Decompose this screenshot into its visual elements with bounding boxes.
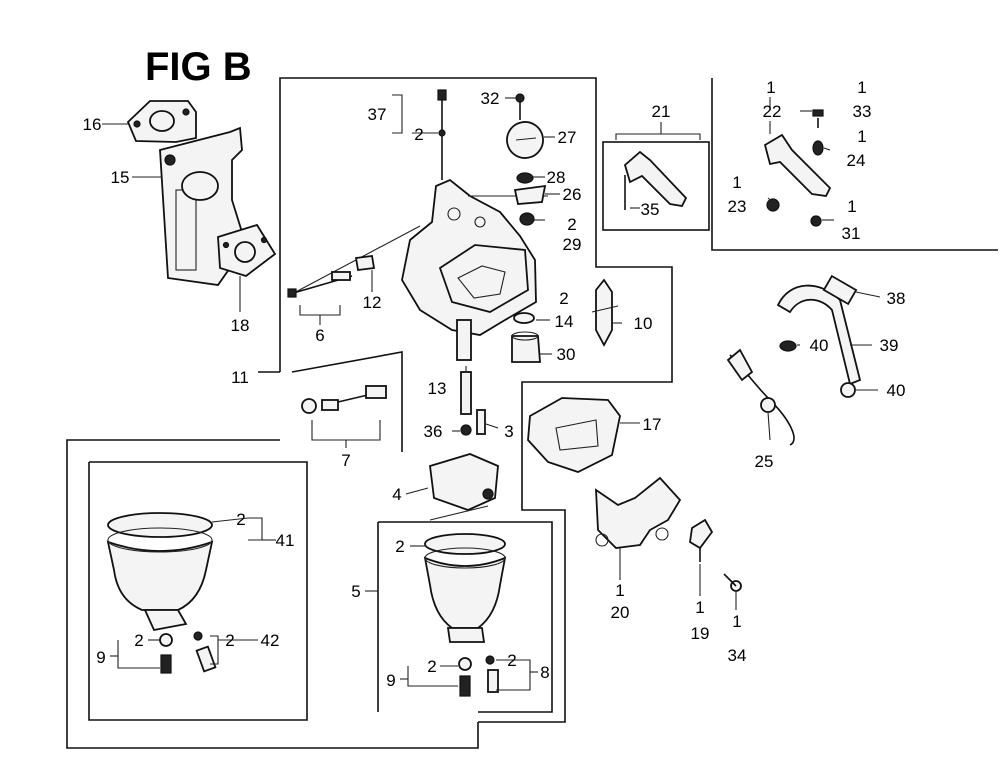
label-36: 36 <box>424 422 443 441</box>
label-40-upper: 40 <box>810 336 829 355</box>
label-15: 15 <box>111 168 130 187</box>
label-1-23-qty: 1 <box>732 173 741 192</box>
bracket-20-drawing <box>595 476 742 592</box>
figure-title: FIG B <box>145 45 252 89</box>
label-16: 16 <box>83 115 102 134</box>
label-7: 7 <box>341 451 350 470</box>
label-5: 5 <box>351 582 360 601</box>
label-1-33-qty: 1 <box>857 78 866 97</box>
choke-lever-parts-drawing <box>763 109 832 227</box>
float-valve-parts-drawing <box>511 312 541 363</box>
label-2-5-qty: 2 <box>395 537 404 556</box>
label-27: 27 <box>558 128 577 147</box>
label-30: 30 <box>557 345 576 364</box>
label-39: 39 <box>880 336 899 355</box>
jet-parts-drawing <box>460 371 486 436</box>
label-4: 4 <box>392 485 401 504</box>
label-25: 25 <box>755 452 774 471</box>
label-21: 21 <box>652 102 671 121</box>
label-18: 18 <box>231 316 250 335</box>
label-6: 6 <box>315 326 324 345</box>
gasket-17-drawing <box>527 397 621 473</box>
label-2-37-qty: 2 <box>414 125 423 144</box>
label-1-22-qty: 1 <box>766 78 775 97</box>
label-10: 10 <box>634 314 653 333</box>
label-29: 29 <box>563 235 582 254</box>
label-31: 31 <box>842 224 861 243</box>
label-9-right: 9 <box>386 671 395 690</box>
label-14: 14 <box>555 312 574 331</box>
gasket-18-drawing <box>217 223 277 277</box>
label-28: 28 <box>547 168 566 187</box>
gasket-16-drawing <box>126 100 197 143</box>
label-8: 8 <box>540 663 549 682</box>
label-2-9-left-qty: 2 <box>134 631 143 650</box>
drain-parts-drawing <box>159 631 499 697</box>
choke-parts-drawing <box>506 93 547 226</box>
label-2-42-qty: 2 <box>225 631 234 650</box>
tube-parts-drawing <box>776 274 862 398</box>
label-22: 22 <box>763 102 782 121</box>
carburetor-body-drawing <box>289 178 548 361</box>
label-42: 42 <box>261 631 280 650</box>
label-1-20-qty: 1 <box>615 581 624 600</box>
float-bowl-5-drawing <box>423 533 507 643</box>
float-bowl-41-drawing <box>106 512 214 632</box>
label-1-19-qty: 1 <box>695 598 704 617</box>
float-4-drawing <box>429 453 499 521</box>
label-1-34-qty: 1 <box>732 612 741 631</box>
label-38: 38 <box>887 289 906 308</box>
part-labels: 1 1 22 33 1 24 1 23 1 31 16 15 18 11 37 … <box>83 78 906 690</box>
needle-screws-drawing <box>287 254 376 298</box>
label-1-24-qty: 1 <box>857 127 866 146</box>
label-37: 37 <box>368 105 387 124</box>
label-41: 41 <box>276 531 295 550</box>
label-32: 32 <box>481 89 500 108</box>
float-10-drawing <box>591 278 619 347</box>
label-20: 20 <box>611 603 630 622</box>
label-24: 24 <box>847 151 866 170</box>
label-17: 17 <box>643 415 662 434</box>
label-2-8-qty: 2 <box>507 651 516 670</box>
lever-21-drawing <box>623 150 688 210</box>
screw-37-drawing <box>437 89 447 180</box>
label-11: 11 <box>231 368 249 387</box>
label-2-14-qty: 2 <box>559 289 568 308</box>
gasket-set-7-drawing <box>301 385 387 414</box>
label-13: 13 <box>428 379 447 398</box>
group-boundaries <box>66 77 998 749</box>
leader-lines <box>102 94 881 691</box>
label-34: 34 <box>728 646 747 665</box>
label-26: 26 <box>563 185 582 204</box>
label-9-left: 9 <box>96 648 105 667</box>
fuel-tube-25-drawing <box>726 348 795 446</box>
label-2-29-qty: 2 <box>567 215 576 234</box>
label-19: 19 <box>691 624 710 643</box>
label-12: 12 <box>363 293 382 312</box>
label-3: 3 <box>504 422 513 441</box>
label-2-9-right-qty: 2 <box>427 657 436 676</box>
label-2-41-qty: 2 <box>236 510 245 529</box>
label-35: 35 <box>641 200 660 219</box>
label-33: 33 <box>853 102 872 121</box>
label-1-31-qty: 1 <box>847 197 856 216</box>
label-23: 23 <box>728 197 747 216</box>
label-40-lower: 40 <box>887 381 906 400</box>
